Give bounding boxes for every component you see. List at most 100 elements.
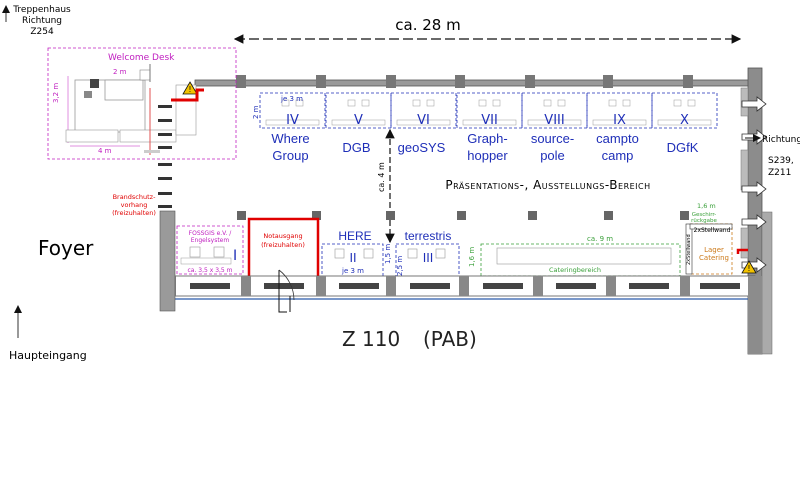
booth-width-label: je 3 m xyxy=(280,95,303,103)
main-entrance-label: Haupteingang xyxy=(9,349,87,362)
stairwell-line-3: Z254 xyxy=(30,27,54,37)
booth-name-line: DGB xyxy=(342,140,370,155)
storage-line-1: Lager xyxy=(704,246,724,254)
chair xyxy=(361,99,370,107)
chair xyxy=(608,99,617,107)
catering-area: ca. 9 m Cateringbereich 1,6 m xyxy=(468,235,681,277)
booth-number: IX xyxy=(613,113,626,128)
booth-depth-label: 2 m xyxy=(252,105,260,119)
exit-arrows xyxy=(741,96,767,273)
stairwell-line-2: Richtung xyxy=(22,16,62,26)
chair xyxy=(295,99,304,107)
booth-name-line: campto xyxy=(596,131,639,146)
fire-curtain-line-1: Brandschutz- xyxy=(113,193,157,201)
welcome-desk-area: Welcome Desk 2 m 3,2 m 4 m xyxy=(47,47,237,160)
booth-x: X DGfK xyxy=(651,92,718,155)
booth-v: V DGB xyxy=(325,92,392,155)
catering-width: ca. 9 m xyxy=(587,235,613,243)
booth-name-line: camp xyxy=(602,148,634,163)
booth-ii-name: HERE xyxy=(338,229,371,243)
window-column xyxy=(158,105,172,208)
chair xyxy=(281,99,290,107)
booth-name-line: Graph- xyxy=(467,131,507,146)
fossgis-dim: ca. 3,5 x 3,5 m xyxy=(188,267,233,274)
welcome-dim-bottom: 4 m xyxy=(98,147,112,155)
booth-name-line: Where xyxy=(271,131,309,146)
table xyxy=(592,119,647,126)
room-label: Z 110 xyxy=(342,327,400,351)
booth-ix: IX campto camp xyxy=(586,92,653,163)
room-ref-2: Z211 xyxy=(768,168,791,178)
door-swing xyxy=(278,269,295,313)
booth-number: VIII xyxy=(544,113,564,128)
partition-label: 2xStellwand xyxy=(694,227,731,234)
direction-label: Richtung xyxy=(762,135,800,145)
width-label: ca. 28 m xyxy=(395,16,460,34)
booth-name-line: pole xyxy=(540,148,565,163)
chair xyxy=(478,99,487,107)
chair xyxy=(492,99,501,107)
fossgis-line-1: FOSSGIS e.V. / xyxy=(189,230,233,237)
booth-ii-dim: je 3 m xyxy=(341,267,364,275)
partition-side-label: 2xStellwand xyxy=(686,234,692,265)
chair xyxy=(412,99,421,107)
width-dimension: ca. 28 m xyxy=(233,16,742,44)
table xyxy=(657,119,712,126)
table xyxy=(527,119,582,126)
table xyxy=(396,119,451,126)
booth-number: VII xyxy=(481,113,498,128)
fire-curtain-line-2: vorhang xyxy=(121,201,148,209)
booth-number: X xyxy=(680,113,689,128)
exit-line-2: (freizuhalten) xyxy=(261,241,305,249)
booth-name-line: hopper xyxy=(467,148,508,163)
booth-number: VI xyxy=(417,113,430,128)
bottom-wall xyxy=(159,210,762,354)
booth-vi: VI geoSYS xyxy=(390,92,457,155)
table xyxy=(331,119,386,126)
storage-line-2: Catering xyxy=(699,254,729,262)
chair xyxy=(426,99,435,107)
warning-icon: ! xyxy=(182,81,198,95)
aisle-label: ca. 4 m xyxy=(377,162,386,192)
fire-curtain-label: Brandschutz- vorhang (freizuhalten) xyxy=(112,193,156,217)
emergency-exit: Notausgang (freizuhalten) xyxy=(247,217,320,276)
svg-text:!: ! xyxy=(188,85,191,94)
chair xyxy=(673,99,682,107)
booth-name-line: Group xyxy=(272,148,308,163)
booth-outline xyxy=(259,92,326,129)
dish-return-1: Geschirr- xyxy=(692,212,717,218)
booth-name-line: DGfK xyxy=(667,140,699,155)
booth-ii-number: II xyxy=(349,251,356,265)
stairwell-line-1: Treppenhaus xyxy=(12,5,71,15)
welcome-title: Welcome Desk xyxy=(108,53,175,63)
top-booths: IVWhereGroupVDGBVIgeoSYSVIIGraph-hopperV… xyxy=(259,92,718,163)
table xyxy=(265,119,320,126)
welcome-dim-top: 2 m xyxy=(113,68,127,76)
booth-name-line: geoSYS xyxy=(398,140,446,155)
booth-vii: VII Graph-hopper xyxy=(456,92,523,163)
fossgis-number: I xyxy=(233,248,237,264)
catering-label: Cateringbereich xyxy=(549,266,601,274)
exit-line-1: Notausgang xyxy=(263,232,302,240)
barrier-marker xyxy=(171,88,204,102)
warning-icon: ! xyxy=(741,260,757,274)
stairwell-label: Treppenhaus Richtung Z254 xyxy=(2,5,71,37)
booth-iii-name: terrestris xyxy=(405,229,452,243)
chair xyxy=(622,99,631,107)
fossgis-line-2: Engelsystem xyxy=(191,237,230,244)
booth-iii-number: III xyxy=(423,251,434,265)
chair xyxy=(543,99,552,107)
pillar-row xyxy=(166,211,689,220)
table xyxy=(462,119,517,126)
top-wall xyxy=(194,75,756,88)
welcome-dim-left: 3,2 m xyxy=(52,83,60,103)
dim-1-5m: 1,5 m xyxy=(384,244,392,264)
booth-fossgis: FOSSGIS e.V. / Engelsystem I ca. 3,5 x 3… xyxy=(176,225,244,275)
chair xyxy=(557,99,566,107)
dim-2-5m: 2,5 m xyxy=(396,256,404,276)
booth-number: V xyxy=(354,113,363,128)
dish-return-2: rückgabe xyxy=(691,218,717,224)
fire-curtain-line-3: (freizuhalten) xyxy=(112,209,156,217)
